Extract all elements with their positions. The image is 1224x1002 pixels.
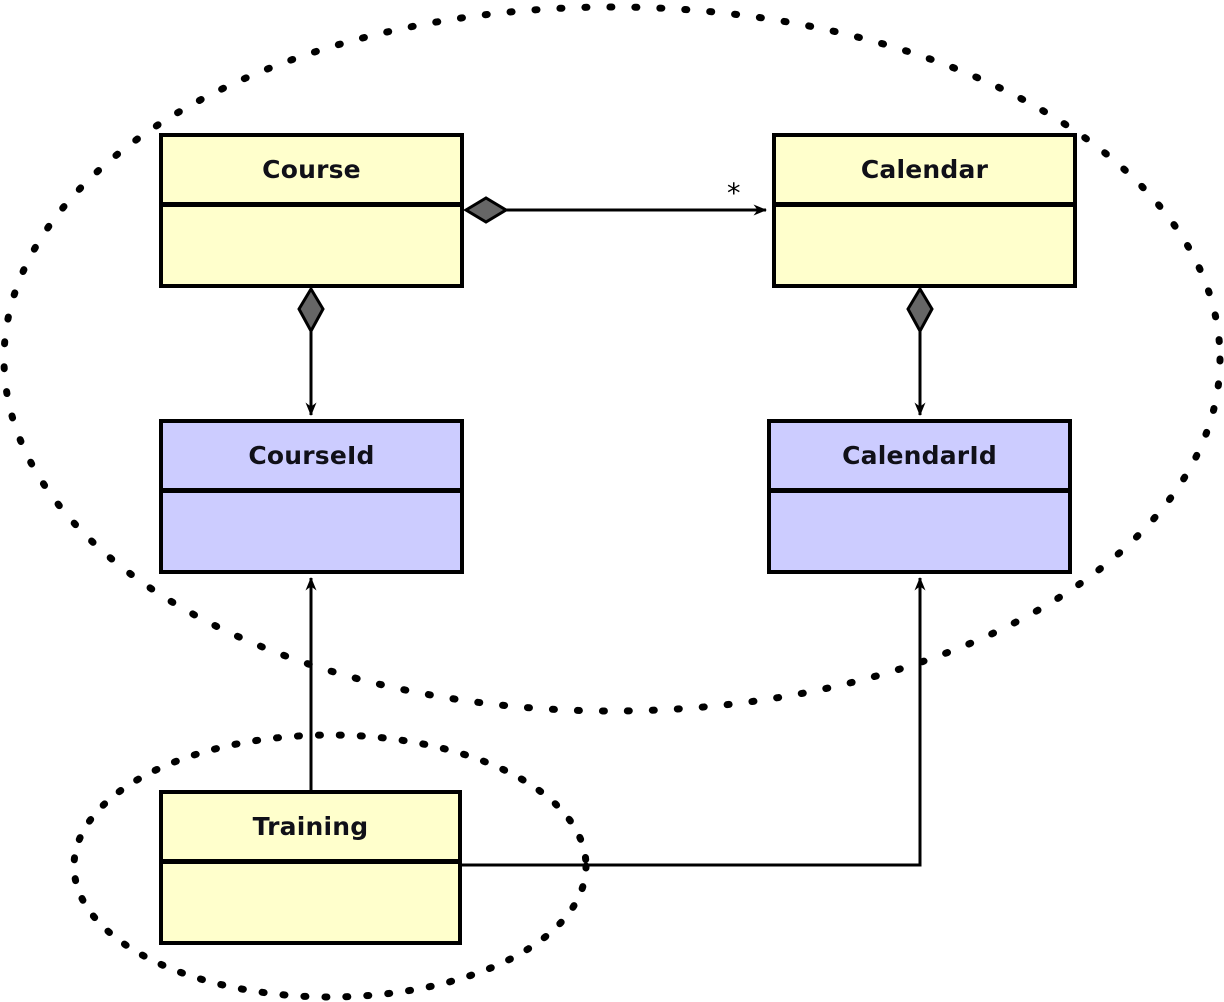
aggregation-diamond-icon (297, 286, 325, 335)
class-box-calendar[interactable]: Calendar (772, 133, 1077, 288)
class-body-calendarid (771, 493, 1068, 565)
class-box-course[interactable]: Course (159, 133, 464, 288)
class-title-course: Course (163, 137, 460, 207)
class-title-calendar: Calendar (776, 137, 1073, 207)
course-aggregate-boundary (0, 3, 1224, 715)
connector-calendar-calendarid (906, 286, 934, 416)
class-box-courseid[interactable]: CourseId (159, 419, 464, 574)
aggregation-diamond-icon (463, 196, 509, 224)
class-body-courseid (163, 493, 460, 565)
class-body-calendar (776, 207, 1073, 279)
class-box-calendarid[interactable]: CalendarId (767, 419, 1072, 574)
class-body-training (163, 864, 458, 936)
connector-course-calendar (463, 196, 767, 224)
class-body-course (163, 207, 460, 279)
connector-course-courseid (297, 286, 325, 416)
aggregation-diamond-icon (906, 286, 934, 335)
connector-training-calendarid (462, 577, 926, 867)
class-title-training: Training (163, 794, 458, 864)
class-box-training[interactable]: Training (159, 790, 462, 945)
class-title-calendarid: CalendarId (771, 423, 1068, 493)
class-title-courseid: CourseId (163, 423, 460, 493)
multiplicity-label-course-calendar: * (727, 178, 741, 209)
